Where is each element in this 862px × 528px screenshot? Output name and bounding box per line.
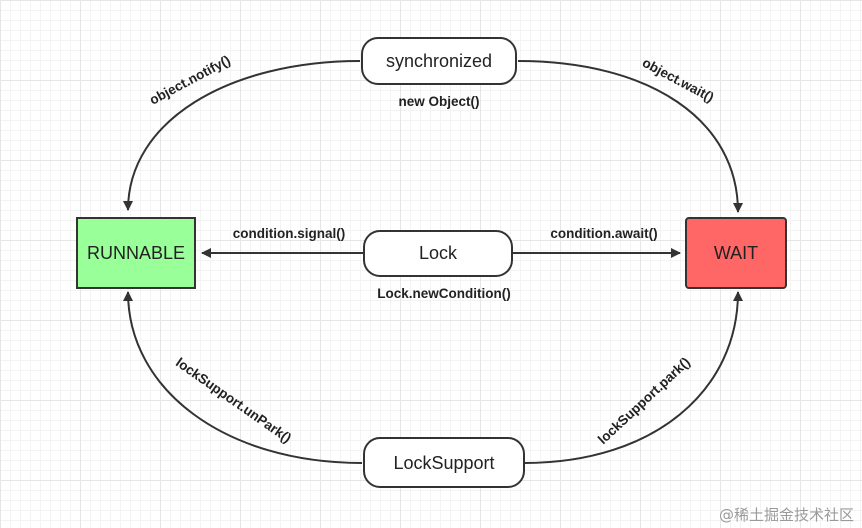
node-wait-label: WAIT: [714, 243, 758, 263]
node-runnable-label: RUNNABLE: [87, 243, 185, 263]
node-locksupport[interactable]: LockSupport: [363, 437, 525, 488]
edge-label-await: condition.await(): [550, 226, 657, 241]
edge-locksupport-to-runnable: [123, 291, 363, 464]
note-synchronized: new Object(): [398, 94, 479, 109]
edge-label-park: lockSupport.park(): [595, 354, 693, 447]
node-locksupport-label: LockSupport: [393, 453, 494, 473]
edge-label-notify: object.notify(): [147, 52, 233, 107]
node-wait[interactable]: WAIT: [685, 217, 787, 289]
node-lock-label: Lock: [419, 243, 458, 263]
edge-label-unpark: lockSupport.unPark(): [173, 355, 294, 446]
node-lock[interactable]: Lock: [363, 230, 513, 277]
edge-locksupport-to-wait: [523, 291, 743, 464]
watermark: @稀土掘金技术社区: [718, 506, 854, 524]
note-lock: Lock.newCondition(): [377, 286, 510, 301]
edge-label-wait: object.wait(): [640, 55, 717, 105]
edge-synchronized-to-runnable: [123, 60, 361, 211]
edge-label-signal: condition.signal(): [233, 226, 346, 241]
node-runnable[interactable]: RUNNABLE: [76, 217, 196, 289]
edge-synchronized-to-wait: [517, 60, 743, 213]
node-synchronized-label: synchronized: [386, 51, 492, 71]
node-synchronized[interactable]: synchronized: [361, 37, 517, 85]
